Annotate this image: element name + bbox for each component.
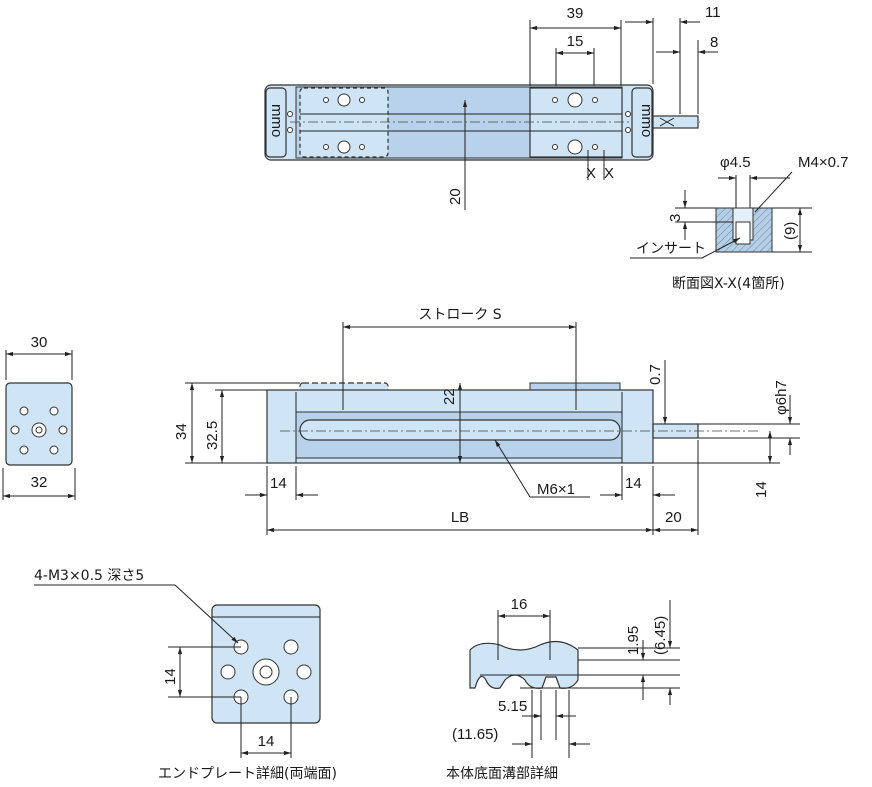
- dim-16: 16: [511, 596, 528, 613]
- groove-profile: [469, 640, 579, 689]
- dim-15: 15: [567, 33, 584, 50]
- dim-0-7: 0.7: [647, 364, 664, 385]
- dim-20: 20: [447, 188, 464, 205]
- hole: [567, 92, 583, 108]
- dim-1-95: 1.95: [625, 626, 642, 655]
- dim-34: 34: [173, 423, 190, 440]
- top-view: mmo mmo 39 15 11 8 20 X X: [264, 4, 721, 210]
- dim-32: 32: [31, 474, 48, 491]
- end-view: 30 32: [2, 334, 76, 500]
- side-view: ストローク S 34 32.5 22 0.7 φ6h7 14 M6×1 14: [173, 307, 800, 535]
- insert: [735, 221, 751, 245]
- section-mark-x2: X: [604, 165, 614, 182]
- insert-label: インサート: [636, 241, 706, 257]
- section-caption: 断面図X-X(4箇所): [672, 275, 785, 292]
- brand-mark-right: mmo: [638, 104, 655, 137]
- dim-20-side: 20: [665, 509, 682, 526]
- dim-phi6h7: φ6h7: [773, 380, 790, 415]
- section-mark-x1: X: [586, 165, 596, 182]
- dim-11: 11: [705, 4, 721, 21]
- dim-phi45: φ4.5: [720, 154, 751, 171]
- stroke-label: ストローク S: [418, 307, 501, 323]
- top-carriage-left: [299, 87, 389, 158]
- dim-3: 3: [667, 214, 684, 222]
- groove-caption: 本体底面溝部詳細: [446, 766, 558, 782]
- thread-m6: M6×1: [537, 481, 575, 498]
- dim-8: 8: [710, 34, 718, 51]
- dim-14-h: 14: [258, 733, 275, 750]
- dim-14-left: 14: [270, 475, 287, 492]
- dim-30: 30: [31, 334, 48, 351]
- end-plate-detail: 4-M3×0.5 深さ5 14 14 エンドプレート詳細(両端面): [34, 568, 337, 782]
- hole: [337, 140, 351, 154]
- dim-m4: M4×0.7: [798, 154, 848, 171]
- dim-6-45: (6.45): [652, 616, 669, 655]
- dim-11-65: (11.65): [452, 726, 498, 743]
- hole: [567, 139, 583, 155]
- dim-14-right: 14: [625, 475, 642, 492]
- dim-lb: LB: [451, 509, 469, 526]
- section-view: φ4.5 M4×0.7 3 (9) インサート 断面図X-X(4箇所): [630, 154, 848, 292]
- dim-39: 39: [567, 5, 584, 22]
- dim-14-vert: 14: [753, 481, 770, 498]
- brand-mark-left: mmo: [268, 104, 285, 137]
- groove-detail: 16 1.95 (6.45) 5.15 (11.65) 本体底面溝部詳細: [446, 596, 680, 782]
- dim-5-15: 5.15: [498, 698, 527, 715]
- end-plate-caption: エンドプレート詳細(両端面): [158, 766, 337, 782]
- dim-32-5: 32.5: [204, 421, 221, 450]
- hole: [337, 93, 351, 107]
- top-shaft: [652, 115, 699, 129]
- dim-22: 22: [441, 388, 458, 405]
- dim-9: (9): [782, 222, 799, 240]
- dim-14-v: 14: [162, 668, 179, 685]
- end-plate-note: 4-M3×0.5 深さ5: [34, 568, 144, 584]
